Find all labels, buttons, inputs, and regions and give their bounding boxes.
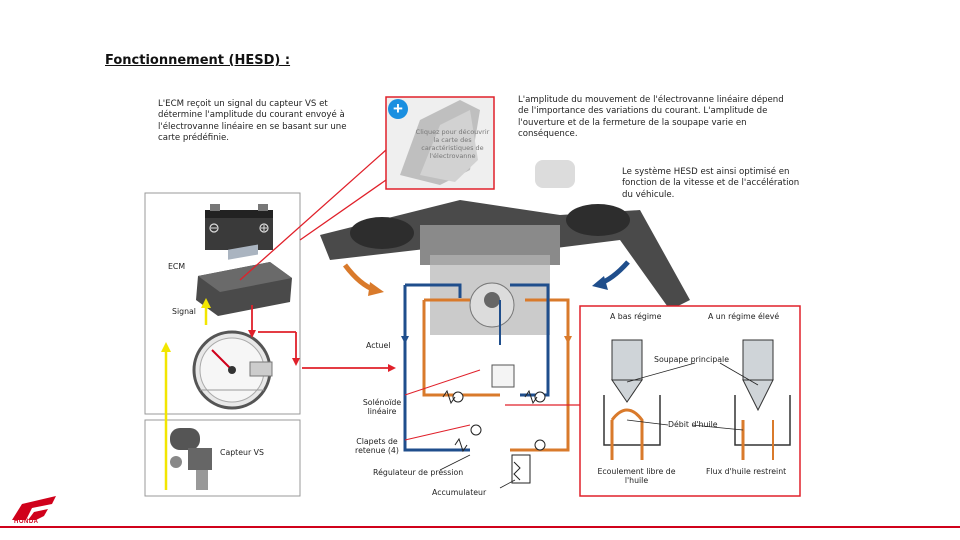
actuel-label: Actuel bbox=[366, 341, 391, 350]
regime-eleve-label: A un régime élevé bbox=[708, 312, 780, 321]
page-title: Fonctionnement (HESD) : bbox=[105, 53, 291, 68]
expand-map-button[interactable]: + bbox=[388, 99, 408, 119]
system-paragraph: Le système HESD est ainsi optimisé en fo… bbox=[622, 167, 800, 200]
honda-wing-logo bbox=[12, 496, 56, 520]
battery-icon bbox=[205, 204, 273, 250]
map-overlay-text: Cliquez pour découvrir la carte des cara… bbox=[415, 128, 490, 160]
clapets-label: Clapets de retenue (4) bbox=[355, 437, 399, 455]
solenoide-label: Solénoïde linéaire bbox=[362, 398, 402, 416]
amplitude-paragraph: L'amplitude du mouvement de l'électrovan… bbox=[518, 95, 784, 140]
vs-sensor-icon bbox=[170, 428, 212, 490]
ecoulement-libre-label: Ecoulement libre de l'huile bbox=[597, 467, 676, 485]
valve-low-rpm-icon bbox=[603, 339, 661, 460]
regulateur-label: Régulateur de pression bbox=[373, 468, 464, 477]
plus-icon: + bbox=[393, 99, 403, 118]
sensor-panel bbox=[144, 419, 301, 497]
brand-label: HONDA bbox=[14, 519, 39, 525]
ecm-label: ECM bbox=[168, 262, 186, 271]
ecm-unit-icon bbox=[196, 244, 292, 316]
footer-rule bbox=[0, 526, 960, 528]
bas-regime-label: A bas régime bbox=[610, 312, 662, 321]
top-bar bbox=[0, 0, 960, 6]
flux-restreint-label: Flux d'huile restreint bbox=[706, 467, 787, 476]
accumulateur-label: Accumulateur bbox=[432, 488, 487, 497]
debit-label: Débit d'huile bbox=[668, 420, 718, 429]
valve-detail-panel bbox=[579, 305, 801, 497]
signal-label: Signal bbox=[172, 307, 196, 316]
signal-arrows bbox=[161, 298, 396, 490]
ecm-paragraph: L'ECM reçoit un signal du capteur VS et … bbox=[158, 99, 347, 144]
soupape-label: Soupape principale bbox=[654, 355, 730, 364]
hydraulic-circuit bbox=[401, 283, 572, 489]
speedometer-icon bbox=[192, 330, 273, 410]
valve-high-rpm-icon bbox=[734, 339, 791, 460]
handlebar-icon bbox=[320, 160, 690, 335]
capteur-vs-label: Capteur VS bbox=[220, 448, 264, 457]
